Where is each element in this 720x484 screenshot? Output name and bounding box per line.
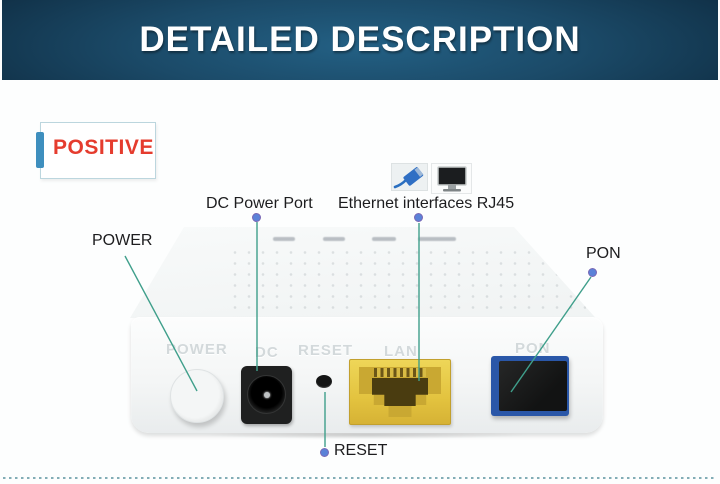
callout-dot-pon xyxy=(588,268,597,277)
top-print-marking xyxy=(418,237,456,241)
callout-pon: PON xyxy=(586,245,621,262)
computer-monitor-icon xyxy=(431,163,472,194)
callout-ethernet-rj45: Ethernet interfaces RJ45 xyxy=(338,195,515,212)
onu-device: POWER DC RESET LAN PON xyxy=(128,225,606,441)
section-badge-label: POSITIVE xyxy=(53,136,154,159)
panel-label-lan: LAN xyxy=(384,343,418,360)
panel-label-pon: PON xyxy=(515,340,551,357)
lan-rj45-port xyxy=(349,359,451,425)
callout-dot-dc xyxy=(252,213,261,222)
panel-label-dc: DC xyxy=(255,344,279,361)
power-button xyxy=(170,369,224,423)
ethernet-icon-group xyxy=(391,163,472,194)
page-title: DETAILED DESCRIPTION xyxy=(139,20,581,59)
top-print-marking xyxy=(372,237,396,241)
top-print-marking xyxy=(323,237,345,241)
badge-accent-bar xyxy=(36,132,44,168)
dc-power-jack xyxy=(241,366,292,424)
callout-dc-power-port: DC Power Port xyxy=(206,195,313,212)
header-banner: DETAILED DESCRIPTION xyxy=(2,0,718,80)
section-badge: POSITIVE xyxy=(36,122,156,179)
callout-dot-ethernet xyxy=(414,213,423,222)
pon-port-opening xyxy=(499,361,567,411)
panel-label-reset: RESET xyxy=(298,342,354,359)
dc-jack-pin xyxy=(264,392,270,398)
rj45-plug-icon xyxy=(391,163,428,191)
reset-pinhole xyxy=(316,375,332,388)
callout-reset: RESET xyxy=(334,442,388,459)
panel-label-power: POWER xyxy=(166,341,228,358)
callout-dot-reset xyxy=(320,448,329,457)
pon-fiber-port xyxy=(491,356,569,416)
lan-port-pins xyxy=(374,368,426,377)
callout-power: POWER xyxy=(92,232,153,249)
top-print-marking xyxy=(273,237,295,241)
